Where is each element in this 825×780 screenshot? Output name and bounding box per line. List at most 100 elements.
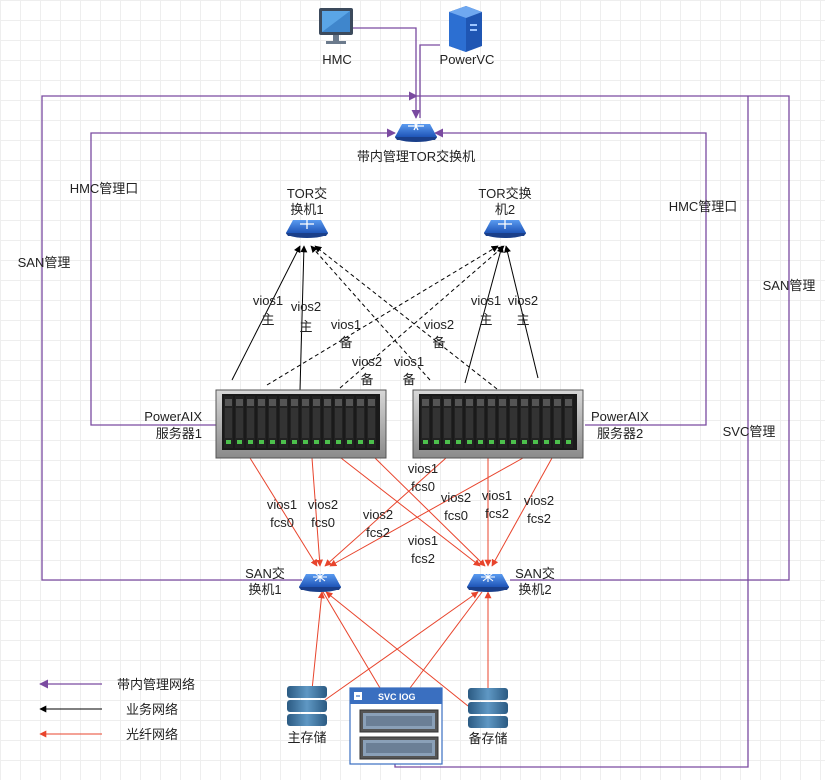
link-label: fcs0 (270, 515, 294, 530)
link-s2-vios2-fcs0 (329, 457, 524, 567)
link-hmc-mgmt (353, 27, 421, 119)
link-svc-san1 (322, 591, 381, 689)
hmc-port-left-label: HMC管理口 (70, 181, 139, 196)
server1-label-2: 服务器1 (156, 426, 202, 441)
backup-storage-label: 备存储 (468, 731, 507, 746)
link-s2-vios2-fcs2 (491, 457, 553, 567)
link-san-mgmt-right (417, 95, 790, 581)
san2-label-2: 换机2 (518, 582, 551, 597)
link-s1-vios1-tor1 (231, 245, 301, 381)
tor1-label-1: TOR交 (287, 186, 327, 201)
legend-fiber-label: 光纤网络 (126, 727, 178, 742)
link-label: vios1 (331, 317, 361, 332)
link-label: 主 (299, 319, 312, 334)
link-label: vios2 (352, 354, 382, 369)
link-label: vios1 (408, 533, 438, 548)
server1-label-1: PowerAIX (144, 409, 202, 424)
link-s2-vios1-tor1 (314, 245, 498, 390)
link-label: vios2 (363, 507, 393, 522)
svc-iog-title: SVC IOG (378, 692, 416, 702)
link-label: fcs2 (411, 551, 435, 566)
hmc-label: HMC (322, 52, 352, 67)
fiber-links (249, 457, 553, 707)
link-label: 备 (360, 372, 373, 387)
link-label: vios2 (424, 317, 454, 332)
link-s1-vios2-fcs2 (340, 457, 481, 567)
link-label: 备 (432, 335, 445, 350)
link-label: vios2 (308, 497, 338, 512)
link-label: fcs0 (411, 479, 435, 494)
san2-node: SAN交 换机2 (467, 566, 555, 597)
link-s1-vios2-tor2 (339, 245, 505, 389)
server1-node: PowerAIX 服务器1 (144, 389, 387, 459)
link-s1-vios2-fcs0 (311, 457, 324, 567)
link-labels: HMC管理口 HMC管理口 SAN管理 SAN管理 SVC管理 vios1 主 … (18, 181, 816, 566)
legend: 带内管理网络 业务网络 光纤网络 (39, 677, 195, 742)
tor1-node: TOR交 换机1 (286, 186, 328, 238)
link-s1-vios1-tor2 (266, 245, 499, 386)
san1-label-1: SAN交 (245, 566, 285, 581)
link-label: fcs0 (311, 515, 335, 530)
link-label: vios1 (482, 488, 512, 503)
link-s2-vios1-fcs0 (324, 457, 447, 567)
san1-label-2: 换机1 (248, 582, 281, 597)
link-s1-vios1-fcs2 (374, 457, 486, 567)
svc-mgmt-label: SVC管理 (723, 424, 776, 439)
link-label: 主 (479, 312, 492, 327)
san1-node: SAN交 换机1 (245, 566, 341, 597)
storage-icon (287, 686, 327, 726)
tor2-node: TOR交换 机2 (478, 186, 532, 238)
link-label: vios1 (253, 293, 283, 308)
link-s1-vios1-fcs0 (249, 457, 318, 567)
business-links (231, 245, 539, 391)
backup-storage-node: 备存储 (468, 688, 508, 746)
mgmt-switch-label: 带内管理TOR交换机 (357, 149, 475, 164)
link-label: fcs0 (444, 508, 468, 523)
link-primary-san1 (311, 591, 325, 691)
link-label: vios1 (408, 461, 438, 476)
legend-business-label: 业务网络 (126, 702, 178, 717)
link-label: vios2 (441, 490, 471, 505)
link-svc-san2 (409, 591, 483, 689)
link-s1-vios2-tor1 (299, 245, 308, 391)
link-san-mgmt-left (41, 91, 418, 581)
powervc-node: PowerVC (440, 6, 494, 67)
link-s2-vios1-tor2 (464, 245, 504, 384)
link-powervc-mgmt (419, 44, 440, 118)
server2-label-1: PowerAIX (591, 409, 649, 424)
link-backup-san1 (325, 591, 469, 707)
link-label: vios1 (394, 354, 424, 369)
link-label: 备 (339, 335, 352, 350)
link-hmc-port-left (90, 128, 396, 426)
link-s2-vios2-tor1 (310, 245, 431, 381)
svc-node-icon (359, 709, 439, 733)
svc-iog-node: SVC IOG (349, 687, 443, 765)
link-label: vios2 (291, 299, 321, 314)
san-mgmt-right-label: SAN管理 (763, 278, 816, 293)
server2-label-2: 服务器2 (597, 426, 643, 441)
mgmt-switch-node: 带内管理TOR交换机 (357, 121, 475, 164)
link-label: vios2 (524, 493, 554, 508)
server2-node: PowerAIX 服务器2 (412, 389, 649, 459)
link-label: 备 (402, 372, 415, 387)
link-s2-vios2-tor2 (504, 245, 539, 379)
link-label: vios1 (267, 497, 297, 512)
hmc-node: HMC (319, 8, 353, 67)
primary-storage-node: 主存储 (287, 686, 327, 745)
link-primary-san2 (324, 591, 479, 701)
link-hmc-port-right (434, 128, 707, 426)
tor2-label-2: 机2 (495, 202, 515, 217)
link-label: vios1 (471, 293, 501, 308)
link-label: vios2 (508, 293, 538, 308)
link-label: fcs2 (366, 525, 390, 540)
link-label: 主 (261, 312, 274, 327)
san2-label-1: SAN交 (515, 566, 555, 581)
primary-storage-label: 主存储 (287, 730, 326, 745)
hmc-port-right-label: HMC管理口 (669, 199, 738, 214)
link-label: 主 (516, 312, 529, 327)
tor1-label-2: 换机1 (290, 202, 323, 217)
link-label: fcs2 (485, 506, 509, 521)
link-label: fcs2 (527, 511, 551, 526)
tor2-label-1: TOR交换 (478, 186, 531, 201)
